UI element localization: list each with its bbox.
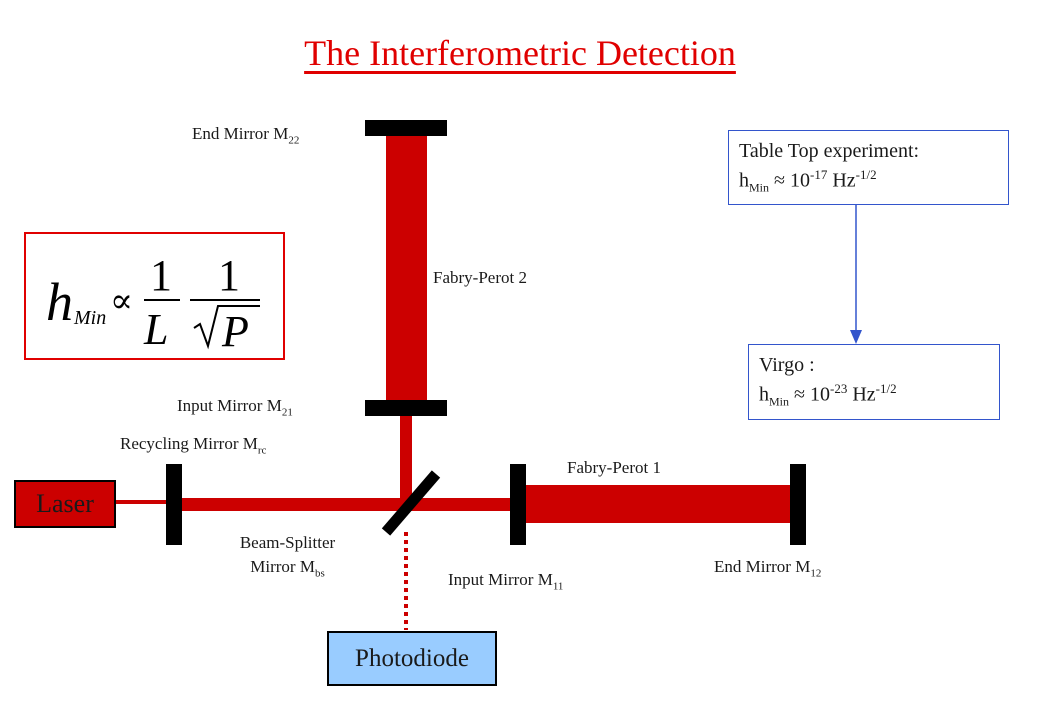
- end-mirror-m12-label: End Mirror M12: [714, 557, 822, 580]
- input-mirror-m21: [365, 400, 447, 416]
- formula-one-2: 1: [218, 251, 240, 300]
- arm1-short-beam: [405, 498, 517, 511]
- fabry-perot-2-label: Fabry-Perot 2: [433, 268, 527, 287]
- fabry-perot-1-cavity: [522, 485, 797, 523]
- end-mirror-m12: [790, 464, 806, 545]
- table-top-box: Table Top experiment: hMin ≈ 10-17 Hz-1/…: [728, 130, 1009, 205]
- table-top-value: hMin ≈ 10-17 Hz-1/2: [739, 167, 877, 195]
- arm2-short-beam: [400, 414, 412, 504]
- virgo-box: Virgo : hMin ≈ 10-23 Hz-1/2: [748, 344, 1000, 420]
- laser-output-beam: [116, 500, 168, 504]
- beam-splitter-mirror: [381, 470, 441, 536]
- formula-P: P: [221, 307, 249, 356]
- formula-one-1: 1: [150, 251, 172, 300]
- recycling-mirror-label: Recycling Mirror Mrc: [120, 434, 267, 457]
- virgo-value: hMin ≈ 10-23 Hz-1/2: [759, 381, 897, 409]
- sqrt-sign: [193, 305, 260, 350]
- input-beam: [180, 498, 405, 511]
- laser-box: Laser: [14, 480, 116, 528]
- fabry-perot-1-label: Fabry-Perot 1: [567, 458, 661, 477]
- input-mirror-m11: [510, 464, 526, 545]
- formula-L: L: [143, 305, 168, 354]
- formula-h: h: [46, 272, 73, 332]
- formula-sub: Min: [73, 307, 106, 329]
- page-title: The Interferometric Detection: [304, 33, 736, 73]
- sensitivity-formula: h Min ∝ 1 L 1 P: [46, 251, 260, 356]
- table-top-title: Table Top experiment:: [739, 140, 920, 162]
- sensitivity-formula-box: h Min ∝ 1 L 1 P: [24, 232, 285, 360]
- end-mirror-m22: [365, 120, 447, 136]
- recycling-mirror: [166, 464, 182, 545]
- photodiode-box: Photodiode: [327, 631, 497, 686]
- arrow-head: [850, 330, 862, 344]
- input-mirror-m21-label: Input Mirror M21: [177, 396, 293, 419]
- end-mirror-m22-label: End Mirror M22: [192, 124, 300, 147]
- beam-splitter-label: Beam-Splitter Mirror Mbs: [239, 533, 336, 580]
- virgo-title: Virgo :: [759, 354, 815, 376]
- input-mirror-m11-label: Input Mirror M11: [448, 570, 564, 593]
- formula-propto: ∝: [110, 281, 133, 321]
- fabry-perot-2-cavity: [386, 134, 427, 404]
